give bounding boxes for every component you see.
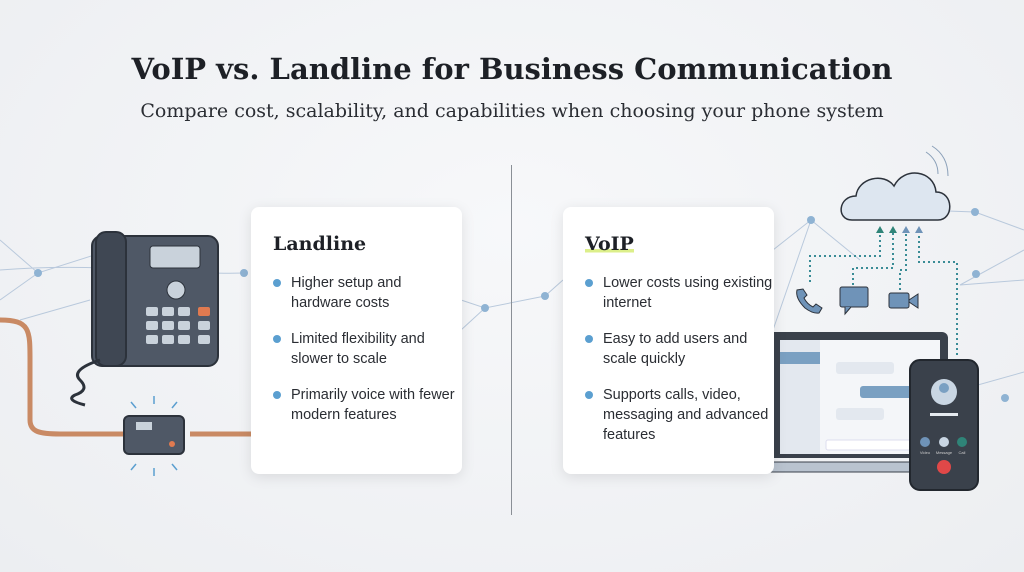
page-title: VoIP vs. Landline for Business Communica… xyxy=(131,52,893,86)
voip-card: VoIP Lower costs using existing internet… xyxy=(563,207,774,474)
divider xyxy=(511,165,512,515)
landline-phone-icon xyxy=(70,231,219,476)
landline-heading: Landline xyxy=(273,233,367,255)
phone-message-label: Message xyxy=(936,450,953,455)
call-icon xyxy=(796,288,823,314)
bullet-icon xyxy=(273,279,281,287)
bullet-icon xyxy=(273,335,281,343)
cloud-icon xyxy=(840,145,951,221)
phone-call-label: Call xyxy=(959,450,966,455)
voip-heading: VoIP xyxy=(585,233,634,255)
video-icon xyxy=(888,292,919,309)
bullet-icon xyxy=(585,335,593,343)
page-subtitle: Compare cost, scalability, and capabilit… xyxy=(140,100,884,122)
bullet-icon xyxy=(585,279,593,287)
list-item: Limited flexibility and slower to scale xyxy=(273,329,462,369)
list-item: Lower costs using existing internet xyxy=(585,273,774,313)
list-item: Supports calls, video, messaging and adv… xyxy=(585,385,774,445)
list-item: Primarily voice with fewer modern featur… xyxy=(273,385,462,425)
bullet-icon xyxy=(585,391,593,399)
phone-video-label: Video xyxy=(920,450,931,455)
message-icon xyxy=(839,286,869,316)
list-item: Easy to add users and scale quickly xyxy=(585,329,774,369)
bullet-icon xyxy=(273,391,281,399)
list-item: Higher setup and hardware costs xyxy=(273,273,462,313)
hang-up-icon xyxy=(937,460,951,474)
smartphone-icon: Video Message Call xyxy=(909,359,979,491)
landline-card: Landline Higher setup and hardware costs… xyxy=(251,207,462,474)
phone-cable xyxy=(0,317,251,437)
